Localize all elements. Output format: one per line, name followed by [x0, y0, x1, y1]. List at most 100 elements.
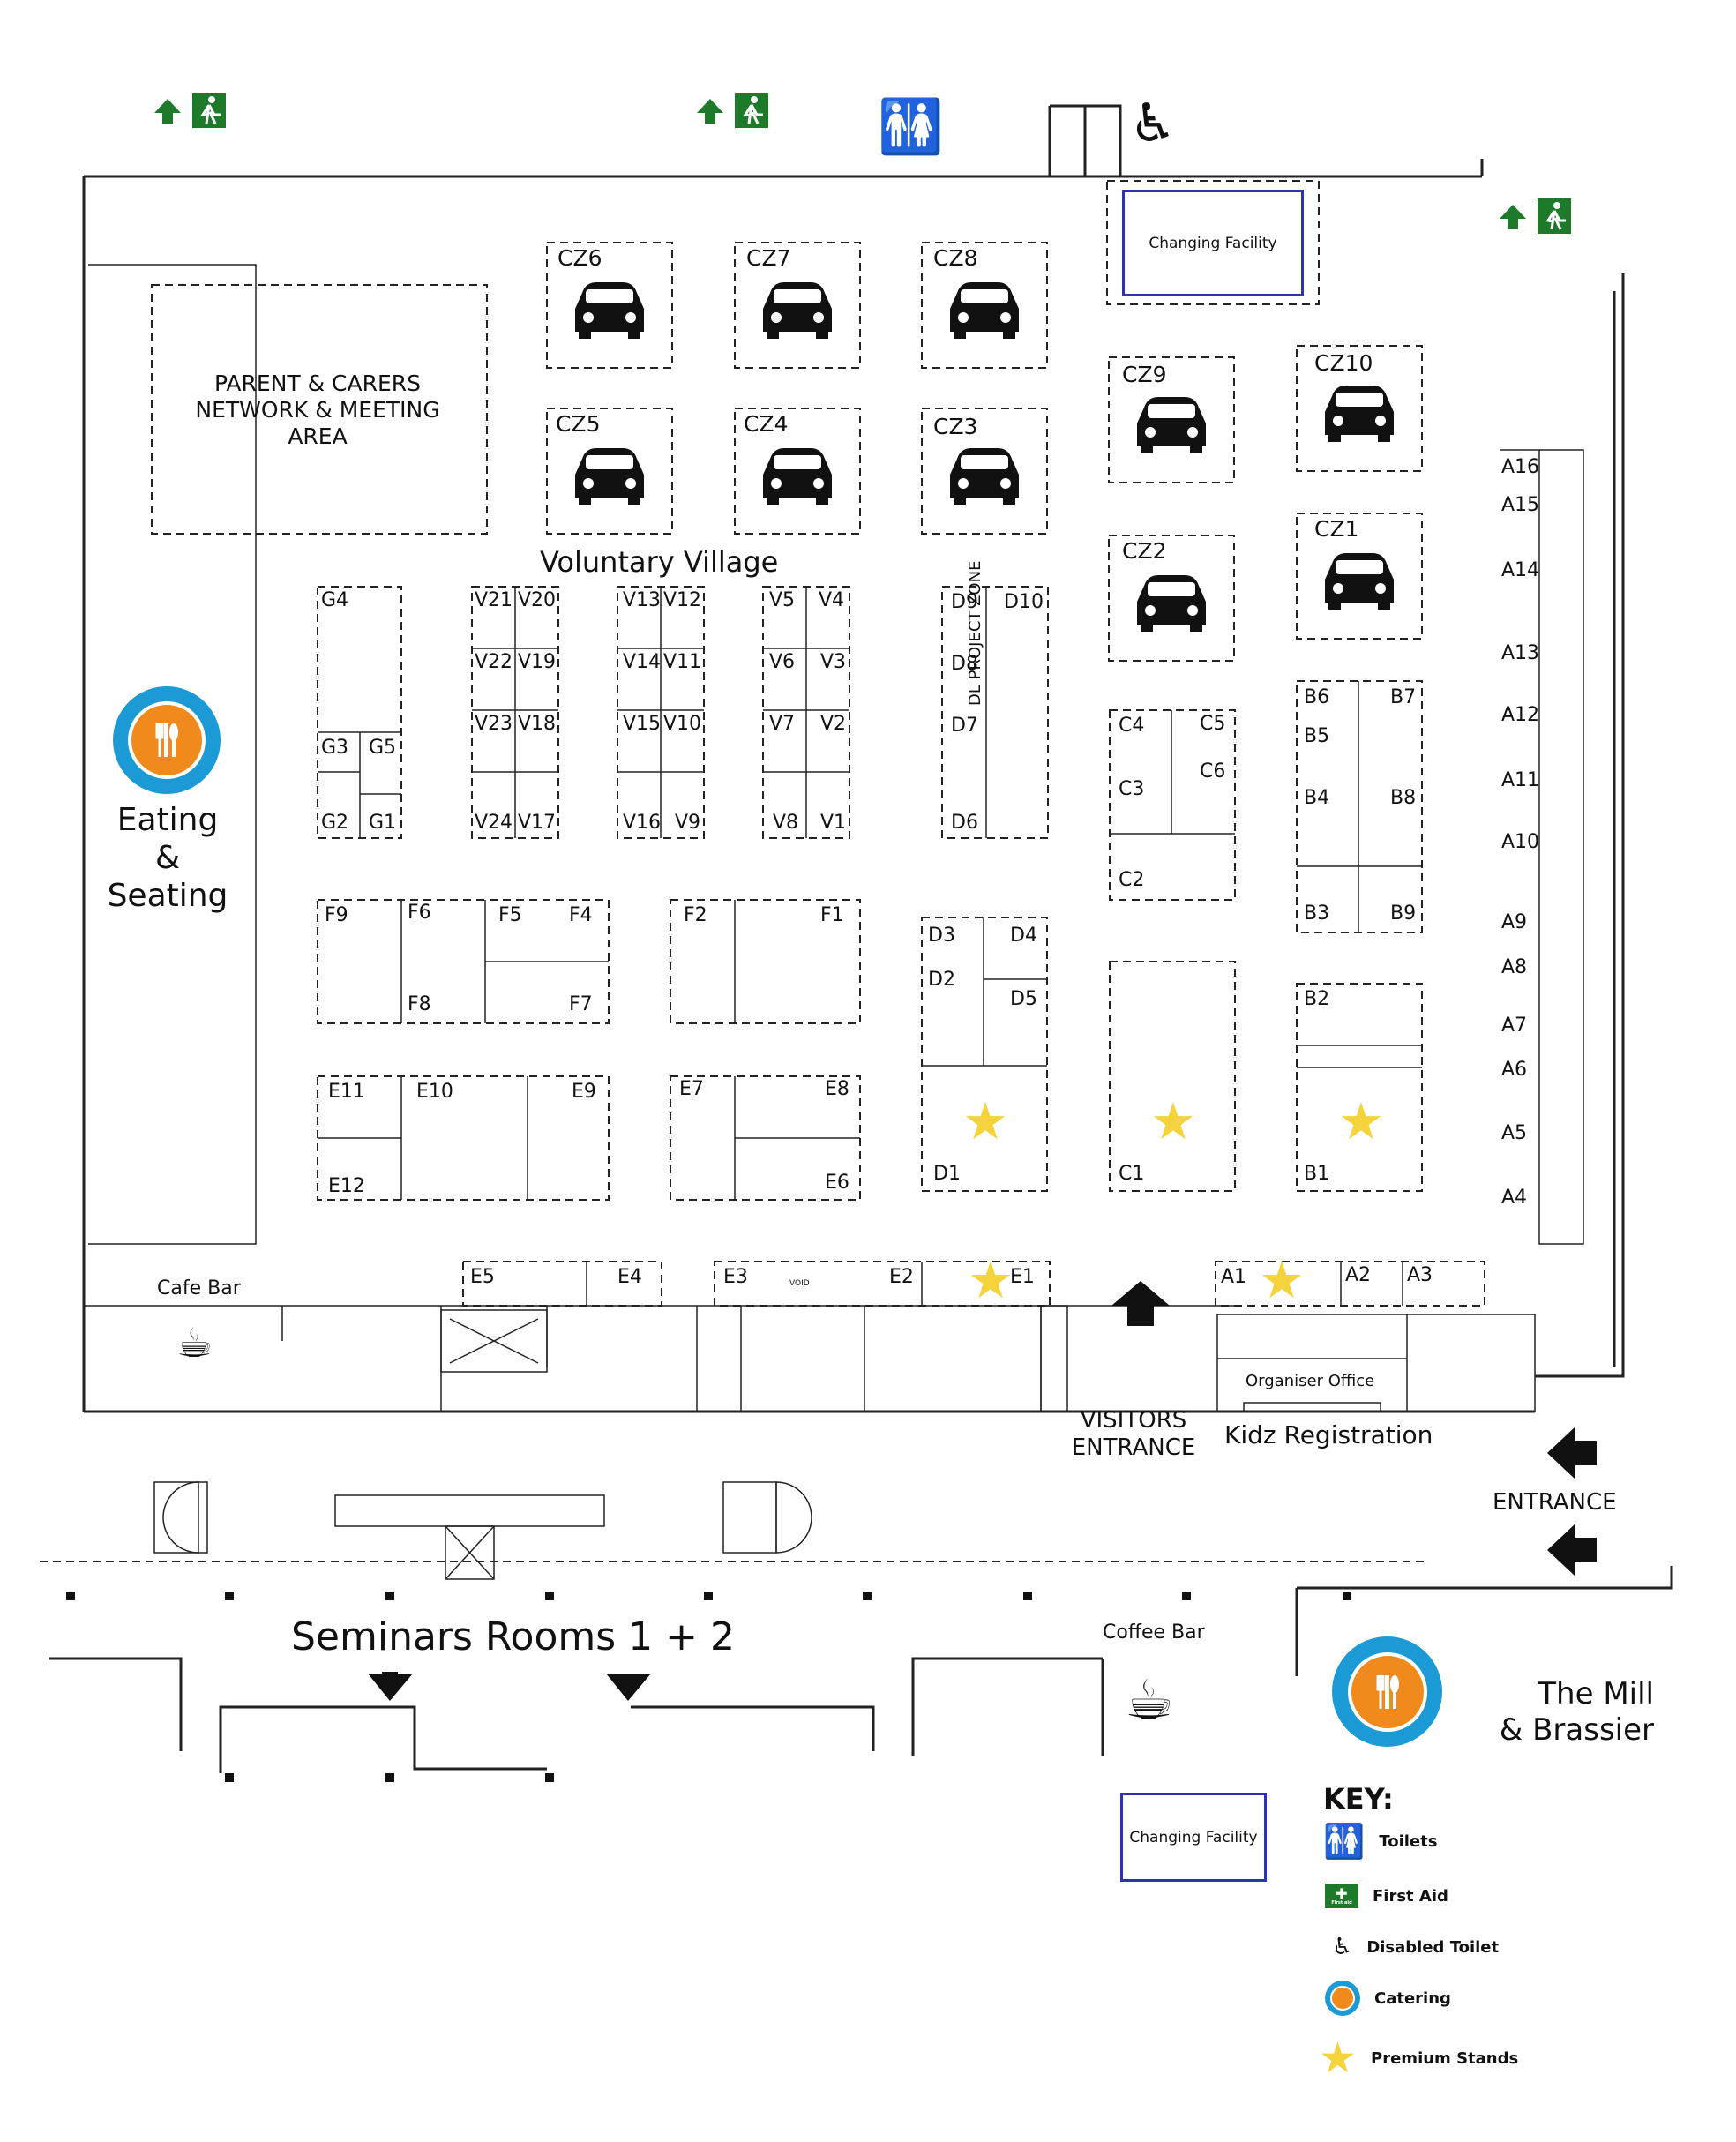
stand-label[interactable]: A4 — [1501, 1187, 1528, 1209]
car-zone-label[interactable]: CZ6 — [557, 245, 602, 271]
car-zone-label[interactable]: CZ8 — [933, 245, 978, 271]
stand-label[interactable]: V3 — [820, 651, 847, 673]
stand-label[interactable]: G3 — [321, 737, 349, 759]
stand-label[interactable]: E12 — [328, 1175, 365, 1197]
stand-label[interactable]: A15 — [1501, 494, 1540, 516]
stand-label[interactable]: A13 — [1501, 642, 1540, 664]
stand-label[interactable]: D5 — [1010, 988, 1037, 1010]
stand-label[interactable]: V10 — [663, 713, 702, 735]
stand-label[interactable]: B5 — [1304, 725, 1330, 747]
stand-label[interactable]: C1 — [1119, 1163, 1145, 1185]
car-zone-label[interactable]: CZ9 — [1122, 362, 1167, 387]
stand-label[interactable]: G2 — [321, 812, 349, 834]
stand-label[interactable]: V9 — [675, 812, 701, 834]
stand-label[interactable]: E1 — [1010, 1266, 1035, 1288]
stand-label[interactable]: A7 — [1501, 1015, 1528, 1037]
stand-label[interactable]: E2 — [889, 1266, 914, 1288]
stand-label[interactable]: V17 — [518, 812, 557, 834]
stand-label[interactable]: V1 — [820, 812, 847, 834]
stand-label[interactable]: D10 — [1004, 591, 1044, 613]
stand-label[interactable]: V12 — [663, 589, 702, 611]
stand-label[interactable]: B8 — [1390, 787, 1417, 809]
stand-label[interactable]: A14 — [1501, 559, 1540, 581]
stand-label[interactable]: A5 — [1501, 1122, 1528, 1144]
stand-label[interactable]: V5 — [769, 589, 796, 611]
stand-label[interactable]: C4 — [1119, 715, 1145, 737]
car-zone-label[interactable]: CZ4 — [744, 411, 789, 437]
stand-label[interactable]: D2 — [928, 969, 955, 991]
stand-label[interactable]: D7 — [951, 715, 978, 737]
stand-label[interactable]: C5 — [1200, 713, 1226, 735]
stand-label[interactable]: V4 — [819, 589, 845, 611]
car-zone-label[interactable]: CZ1 — [1314, 516, 1359, 542]
stand-label[interactable]: F2 — [684, 904, 707, 926]
stand-label[interactable]: F1 — [820, 904, 844, 926]
stand-label[interactable]: G4 — [321, 589, 349, 611]
stand-label[interactable]: F7 — [569, 993, 593, 1015]
stand-label[interactable]: A1 — [1221, 1266, 1247, 1288]
car-zone-label[interactable]: CZ2 — [1122, 538, 1167, 564]
stand-label[interactable]: D8 — [951, 653, 978, 675]
stand-label[interactable]: B6 — [1304, 686, 1330, 708]
stand-label[interactable]: G5 — [369, 737, 397, 759]
stand-label[interactable]: E10 — [416, 1081, 453, 1103]
car-zone-label[interactable]: CZ5 — [556, 411, 601, 437]
stand-label[interactable]: A3 — [1407, 1264, 1433, 1286]
stand-label[interactable]: B7 — [1390, 686, 1417, 708]
car-zone-label[interactable]: CZ3 — [933, 414, 978, 439]
car-zone-label[interactable]: CZ7 — [746, 245, 791, 271]
stand-label[interactable]: A11 — [1501, 769, 1540, 791]
stand-label[interactable]: V16 — [623, 812, 662, 834]
stand-label[interactable]: C2 — [1119, 869, 1145, 891]
stand-label[interactable]: A12 — [1501, 704, 1540, 726]
stand-label[interactable]: D6 — [951, 812, 978, 834]
stand-label[interactable]: E11 — [328, 1081, 365, 1103]
stand-label[interactable]: A10 — [1501, 831, 1540, 853]
stand-label[interactable]: V14 — [623, 651, 662, 673]
stand-label[interactable]: V15 — [623, 713, 662, 735]
stand-label[interactable]: F8 — [408, 993, 431, 1015]
stand-label[interactable]: D3 — [928, 925, 955, 947]
stand-label[interactable]: A8 — [1501, 956, 1528, 978]
stand-label[interactable]: B4 — [1304, 787, 1330, 809]
stand-label[interactable]: E9 — [572, 1081, 596, 1103]
stand-label[interactable]: V21 — [475, 589, 513, 611]
stand-label[interactable]: V22 — [475, 651, 513, 673]
stand-label[interactable]: E3 — [723, 1266, 748, 1288]
stand-label[interactable]: C3 — [1119, 778, 1145, 800]
stand-label[interactable]: V18 — [518, 713, 557, 735]
stand-label[interactable]: V23 — [475, 713, 513, 735]
stand-label[interactable]: V8 — [773, 812, 799, 834]
stand-label[interactable]: A9 — [1501, 911, 1528, 933]
stand-label[interactable]: V24 — [475, 812, 513, 834]
stand-label[interactable]: F4 — [569, 904, 593, 926]
stand-label[interactable]: F9 — [325, 904, 348, 926]
stand-label[interactable]: V13 — [623, 589, 662, 611]
stand-label[interactable]: V2 — [820, 713, 847, 735]
stand-label[interactable]: B2 — [1304, 988, 1330, 1010]
stand-label[interactable]: A16 — [1501, 456, 1540, 478]
stand-label[interactable]: B9 — [1390, 902, 1417, 925]
stand-label[interactable]: V6 — [769, 651, 796, 673]
stand-label[interactable]: D1 — [933, 1163, 961, 1185]
stand-label[interactable]: V20 — [518, 589, 557, 611]
stand-label[interactable]: E4 — [617, 1266, 642, 1288]
stand-label[interactable]: E8 — [825, 1078, 849, 1100]
stand-label[interactable]: B1 — [1304, 1163, 1330, 1185]
stand-label[interactable]: V7 — [769, 713, 796, 735]
stand-label[interactable]: E5 — [470, 1266, 495, 1288]
stand-label[interactable]: A6 — [1501, 1059, 1528, 1081]
stand-label[interactable]: V19 — [518, 651, 557, 673]
stand-label[interactable]: F5 — [498, 904, 522, 926]
stand-label[interactable]: D4 — [1010, 925, 1037, 947]
stand-label[interactable]: A2 — [1345, 1264, 1372, 1286]
stand-label[interactable]: G1 — [369, 812, 397, 834]
stand-label[interactable]: F6 — [408, 902, 431, 924]
car-zone-label[interactable]: CZ10 — [1314, 350, 1373, 376]
stand-label[interactable]: V11 — [663, 651, 702, 673]
stand-label[interactable]: E6 — [825, 1172, 849, 1194]
stand-label[interactable]: C6 — [1200, 760, 1226, 783]
stand-label[interactable]: B3 — [1304, 902, 1330, 925]
stand-label[interactable]: D9 — [951, 591, 978, 613]
stand-label[interactable]: E7 — [679, 1078, 704, 1100]
